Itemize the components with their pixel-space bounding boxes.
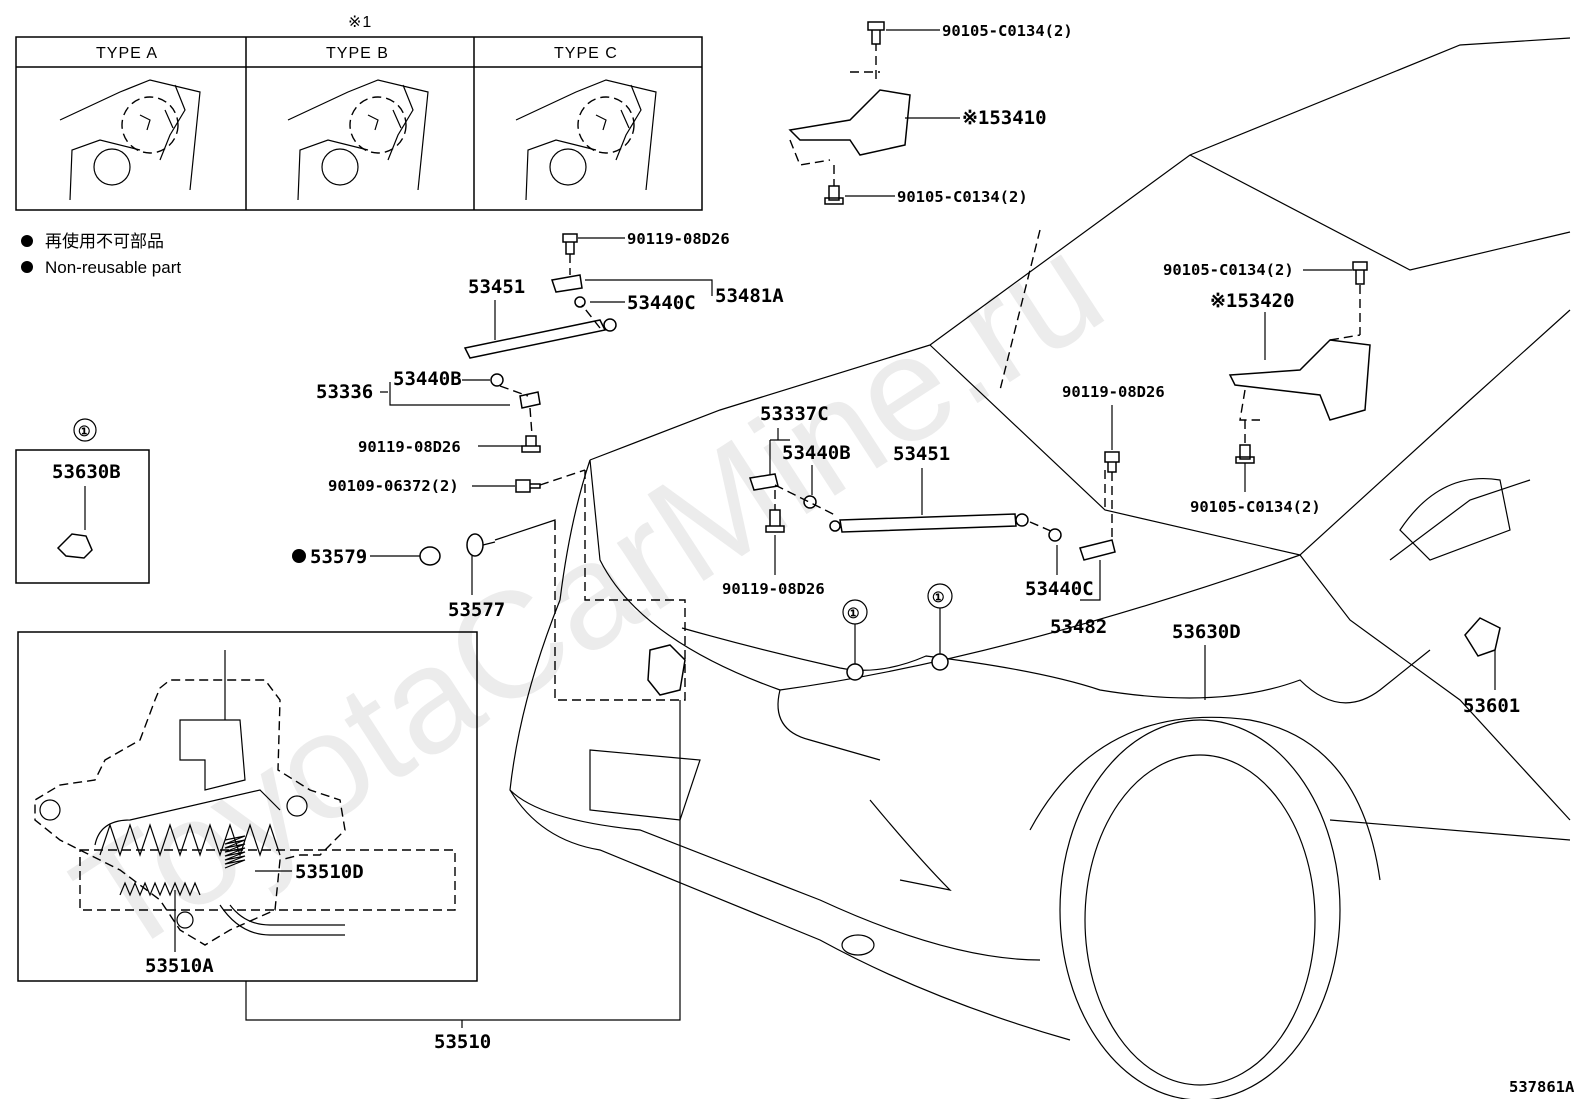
part-53577: 53577 — [448, 599, 505, 621]
part-90109-06372: 90109-06372(2) — [328, 477, 459, 495]
hood-support-left: 90119-08D26 53440C 53481A 53451 53336 53… — [316, 230, 784, 495]
part-53440c-b: 53440C — [1025, 578, 1094, 600]
hood-lock — [647, 644, 686, 696]
non-reusable-dot-icon — [292, 549, 306, 563]
gas-strut-icon — [463, 319, 607, 359]
part-90119-08d26-b: 90119-08D26 — [358, 438, 461, 456]
part-53410: ※153410 — [962, 107, 1047, 129]
cable-callouts: ① ① — [842, 583, 953, 681]
legend-jp: 再使用不可部品 — [45, 231, 164, 251]
bolt-icon — [515, 479, 541, 493]
bolt-icon — [1104, 451, 1120, 473]
type-mark: ※1 — [348, 14, 372, 31]
legend-en: Non-reusable part — [45, 258, 181, 277]
gas-strut-icon — [839, 513, 1017, 533]
part-53482: 53482 — [1050, 616, 1107, 638]
part-53336: 53336 — [316, 381, 373, 403]
bolt-icon — [1235, 444, 1255, 464]
part-53451-b: 53451 — [893, 443, 950, 465]
part-53451-a: 53451 — [468, 276, 525, 298]
type-b-sketch — [287, 79, 429, 201]
type-variants-table: ※1 TYPE A TYPE B TYPE C — [15, 14, 703, 211]
bolt-icon — [1352, 261, 1368, 285]
part-53510a: 53510A — [145, 955, 214, 977]
group-53510: 53510 — [245, 700, 681, 1053]
part-53337c: 53337C — [760, 403, 829, 425]
release-lever-icon — [1464, 617, 1501, 657]
type-c-label: TYPE C — [554, 45, 618, 62]
bolt-icon — [867, 21, 885, 45]
part-53630d: 53630D — [1172, 621, 1241, 643]
hood-lock-icon — [647, 644, 686, 696]
legend: 再使用不可部品 Non-reusable part — [21, 231, 181, 277]
non-reusable-dot-icon — [21, 235, 33, 247]
type-a-sketch — [59, 79, 201, 201]
part-53510: 53510 — [434, 1031, 491, 1053]
type-a-label: TYPE A — [96, 45, 158, 62]
part-90105-c0134-mid: 90105-C0134(2) — [897, 188, 1028, 206]
part-90105-c0134-top: 90105-C0134(2) — [942, 22, 1073, 40]
part-53440b-a: 53440B — [393, 368, 462, 390]
watermark: ToyotaCarMine.ru — [46, 201, 1130, 987]
part-90119-08d26-d: 90119-08D26 — [1062, 383, 1165, 401]
bolt-icon — [521, 435, 541, 453]
hood-support-right: 53337C 53440B 90119-08D26 53451 90119-08… — [722, 383, 1165, 638]
part-53630b: 53630B — [52, 461, 121, 483]
type-b-label: TYPE B — [326, 45, 389, 62]
callout-mark: ① — [847, 606, 860, 622]
type-c-sketch — [515, 79, 657, 201]
bolt-icon — [562, 233, 578, 255]
reference-code: 537861A — [1509, 1078, 1575, 1096]
part-53481a: 53481A — [715, 285, 784, 307]
part-53440b-b: 53440B — [782, 442, 851, 464]
hood-hinge-right: 90105-C0134(2) ※153420 90105-C0134(2) — [1163, 261, 1371, 516]
part-53440c-a: 53440C — [627, 292, 696, 314]
part-53579: 53579 — [310, 546, 367, 568]
hood-hinge-left: 90105-C0134(2) ※153410 90105-C0134(2) — [788, 21, 1073, 206]
latch-detail-inset: 53510D 53510A — [17, 631, 478, 982]
part-90119-08d26-a: 90119-08D26 — [627, 230, 730, 248]
part-53510d: 53510D — [295, 861, 364, 883]
part-90119-08d26-c: 90119-08D26 — [722, 580, 825, 598]
inset-53630b: ① 53630B — [15, 418, 150, 584]
non-reusable-dot-icon — [21, 261, 33, 273]
bolt-icon — [824, 185, 844, 205]
part-90105-c0134-r1: 90105-C0134(2) — [1163, 261, 1294, 279]
callout-mark: ① — [932, 590, 945, 606]
callout-mark: ① — [78, 424, 91, 440]
release-cable: 53630D 53601 — [1172, 617, 1520, 717]
hood-cushion: 53579 53577 — [292, 519, 556, 621]
part-90105-c0134-r2: 90105-C0134(2) — [1190, 498, 1321, 516]
vehicle-outline — [509, 37, 1571, 1099]
bolt-icon — [765, 509, 785, 533]
part-53601: 53601 — [1463, 695, 1520, 717]
part-53420: ※153420 — [1210, 290, 1295, 312]
